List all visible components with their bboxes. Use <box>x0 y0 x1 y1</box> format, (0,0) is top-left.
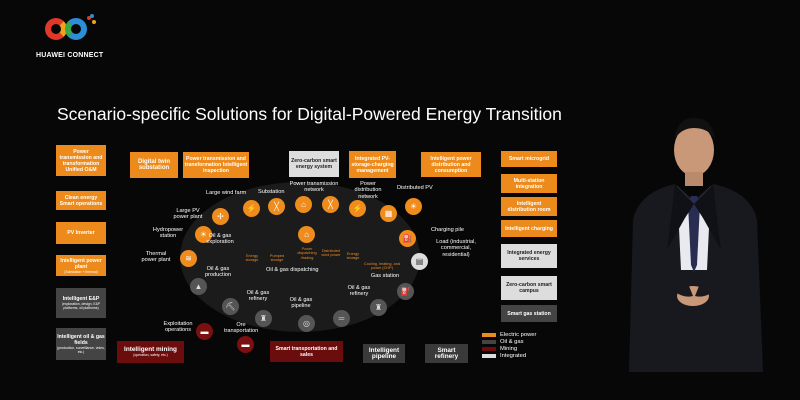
bottom-box-intelligent-mining: Intelligent mining(operation, safety, et… <box>117 341 184 363</box>
bottom-box-smart-refinery: Smart refinery <box>425 344 468 363</box>
label-distributed-wind: Distributed wind power <box>318 249 344 258</box>
pipeline-icon: ═ <box>333 310 350 327</box>
label-gas-station: Gas station <box>370 273 400 279</box>
label-pumped-storage: Pumped storage <box>266 254 288 263</box>
right-box-integrated-energy: Integrated energy services <box>501 244 557 268</box>
bottom-box-intelligent-pipeline: Intelligent pipeline <box>363 344 405 363</box>
solar-panel-icon: ☀ <box>405 198 422 215</box>
right-box-distribution-room: Intelligent distribution room <box>501 197 557 216</box>
legend-oil-gas: Oil & gas <box>482 338 536 345</box>
label-large-pv: Large PV power plant <box>170 208 206 221</box>
label-substation: Substation <box>258 189 284 195</box>
label-thermal: Thermal power plant <box>138 251 174 264</box>
label-cooling-heating-power: Cooling, heating, and power (CHP) <box>360 262 404 271</box>
left-box-clean-energy: Clean energy Smart operations <box>56 191 106 210</box>
left-box-oil-gas-fields: Intelligent oil & gas fields(production,… <box>56 328 106 360</box>
label-large-wind: Large wind farm <box>206 190 246 196</box>
label-og-refinery-2: Oil & gas refinery <box>342 285 376 298</box>
exploration-icon: ▲ <box>190 278 207 295</box>
right-box-smart-gas-station: Smart gas station <box>501 305 557 322</box>
transmission-tower-icon: ╳ <box>322 196 339 213</box>
refinery-2-icon: ♜ <box>370 299 387 316</box>
top-box-digital-twin: Digital twin substation <box>130 152 178 178</box>
hydropower-icon: ≋ <box>180 250 197 267</box>
ore-train-icon: ▬ <box>237 336 254 353</box>
label-og-refinery: Oil & gas refinery <box>241 290 275 303</box>
label-og-exploration: Oil & gas exploration <box>203 233 237 246</box>
substation-icon: ⚡ <box>243 200 260 217</box>
bottom-box-smart-transportation: Smart transportation and sales <box>270 341 343 362</box>
wind-turbine-icon: ✢ <box>212 208 229 225</box>
label-charging-pile: Charging pile <box>431 227 464 233</box>
label-distributed-pv: Distributed PV <box>397 185 433 191</box>
label-load: Load (industrial, commercial, residentia… <box>427 239 485 258</box>
charging-pile-icon: ⛽ <box>399 230 416 247</box>
label-exploitation: Exploitation operations <box>158 321 198 334</box>
left-box-intelligent-power-plant: Intelligent power plant(Substation + the… <box>56 255 106 276</box>
mining-truck-icon: ▬ <box>196 323 213 340</box>
slide-title: Scenario-specific Solutions for Digital-… <box>57 104 562 125</box>
load-building-icon: ▤ <box>411 253 428 270</box>
left-box-pv-inverter: PV Inverter <box>56 222 106 244</box>
tower-icon: ╳ <box>268 198 285 215</box>
label-og-dispatching: Oil & gas dispatching <box>266 267 319 273</box>
top-box-power-distribution: Intelligent power distribution and consu… <box>421 152 481 177</box>
dispatching-icon: ◎ <box>298 315 315 332</box>
brand-name: HUAWEI CONNECT <box>36 52 102 59</box>
legend-integrated: Integrated <box>482 352 536 359</box>
label-og-pipeline: Oil & gas pipeline <box>284 297 318 310</box>
top-box-pv-storage-charging: Integrated PV-storage-charging managemen… <box>349 151 396 178</box>
label-energy-storage-2: Energy storage <box>342 252 364 261</box>
infinity-logo-icon <box>41 14 97 48</box>
presenter-person-icon <box>619 100 769 372</box>
gas-station-icon: ⛽ <box>397 283 414 300</box>
distributed-pv-icon: ▦ <box>380 205 397 222</box>
label-transmission-network: Power transmission network <box>285 181 343 194</box>
label-energy-storage: Energy storage <box>241 254 263 263</box>
label-og-production: Oil & gas production <box>200 266 236 279</box>
oil-production-icon: ⛏ <box>222 298 239 315</box>
legend-mining: Mining <box>482 345 536 352</box>
left-box-intelligent-ep: Intelligent E&P(exploration, design, E&P… <box>56 288 106 318</box>
huawei-connect-logo: HUAWEI CONNECT <box>36 14 102 59</box>
label-distribution-network: Power distribution network <box>348 181 388 200</box>
label-ore-transportation: Ore transportation <box>224 322 258 335</box>
legend: Electric power Oil & gas Mining Integrat… <box>482 331 536 359</box>
right-box-smart-microgrid: Smart microgrid <box>501 151 557 167</box>
right-box-intelligent-charging: Intelligent charging <box>501 220 557 237</box>
left-box-unified-om: Power transmission and transformation Un… <box>56 145 106 176</box>
top-box-zero-carbon-energy: Zero-carbon smart energy system <box>289 151 339 177</box>
distribution-network-icon: ⚡ <box>349 200 366 217</box>
label-hydropower: Hydropower station <box>150 227 186 240</box>
right-box-multi-station: Multi-station integration <box>501 174 557 193</box>
transmission-network-icon: ⌂ <box>295 196 312 213</box>
right-box-zero-carbon-campus: Zero-carbon smart campus <box>501 276 557 300</box>
legend-electric-power: Electric power <box>482 331 536 338</box>
top-box-intelligent-inspection: Power transmission and transformation In… <box>183 152 249 178</box>
dispatch-center-icon: ⌂ <box>298 226 315 243</box>
